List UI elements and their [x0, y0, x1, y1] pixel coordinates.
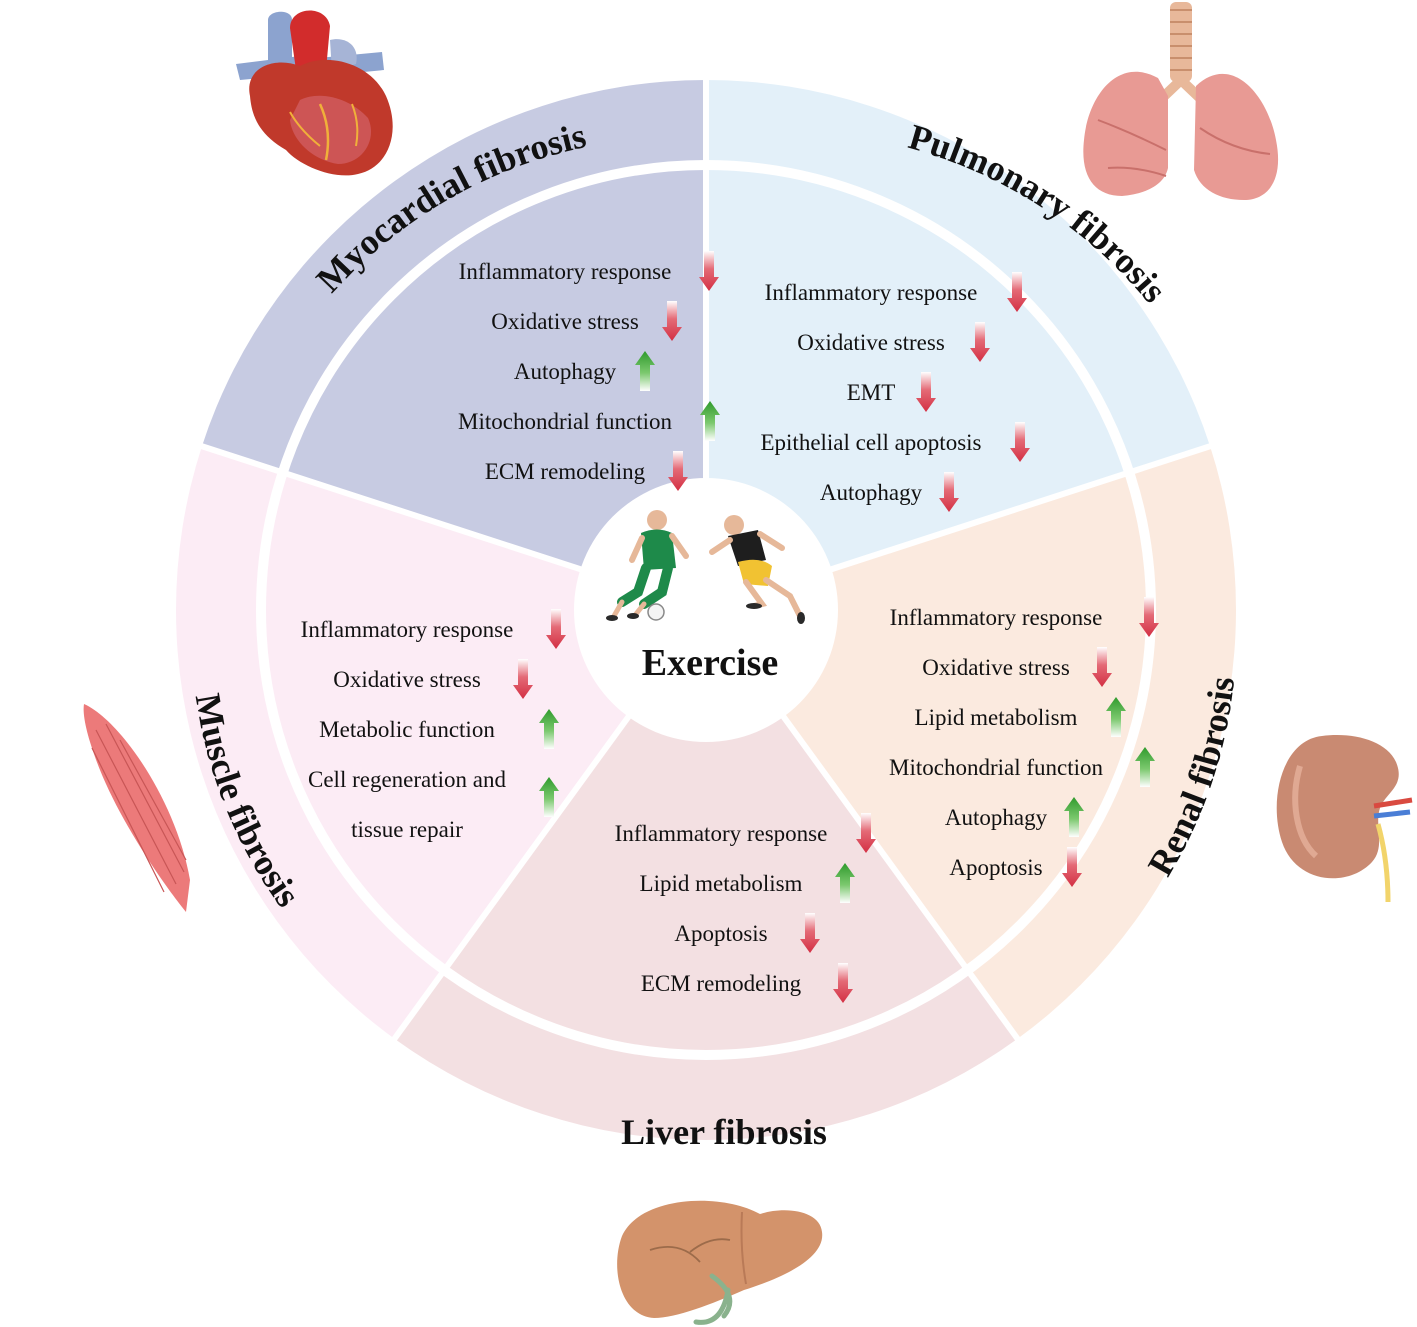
arrow-down-icon [939, 472, 959, 512]
arrow-up-icon [539, 709, 559, 749]
arrow-down-icon [1062, 847, 1082, 887]
center-title: Exercise [642, 642, 778, 684]
liver-icon [617, 1200, 823, 1325]
arrow-down-icon [800, 913, 820, 953]
item-label-myocardial: ECM remodeling [485, 459, 646, 484]
arrow-down-icon [916, 372, 936, 412]
arrow-down-icon [1139, 597, 1159, 637]
arrow-down-icon [970, 322, 990, 362]
sector-title-liver: Liver fibrosis [621, 1112, 827, 1152]
item-label-muscle: Metabolic function [319, 717, 495, 742]
arrow-down-icon [1010, 422, 1030, 462]
item-label-renal: Autophagy [945, 805, 1048, 830]
arrow-down-icon [668, 451, 688, 491]
arrow-down-icon [856, 813, 876, 853]
item-label-liver: Inflammatory response [615, 821, 828, 846]
item-label-renal: Mitochondrial function [889, 755, 1103, 780]
sector-wedge-muscle [175, 446, 706, 1039]
exercise-players-icon [606, 510, 805, 624]
kidney-icon [1276, 735, 1413, 903]
item-label-muscle: tissue repair [351, 817, 463, 842]
arrow-up-icon [1106, 697, 1126, 737]
item-label-muscle: Oxidative stress [333, 667, 481, 692]
item-label-liver: Lipid metabolism [640, 871, 803, 896]
arrow-down-icon [833, 963, 853, 1003]
item-label-renal: Oxidative stress [922, 655, 1070, 680]
item-label-liver: Apoptosis [674, 921, 767, 946]
arrow-up-icon [635, 351, 655, 391]
item-label-myocardial: Oxidative stress [491, 309, 639, 334]
sector-wedge-pulmonary [706, 80, 1211, 610]
item-label-renal: Lipid metabolism [915, 705, 1078, 730]
heart-icon [236, 10, 393, 176]
sector-wedge-myocardial [201, 80, 706, 610]
item-label-muscle: Cell regeneration and [308, 767, 506, 792]
arrow-up-icon [1064, 797, 1084, 837]
item-label-pulmonary: Inflammatory response [765, 280, 978, 305]
sector-wedge-renal [706, 446, 1236, 1039]
arrow-down-icon [1092, 647, 1112, 687]
arrow-up-icon [835, 863, 855, 903]
arrow-down-icon [662, 301, 682, 341]
item-label-pulmonary: Autophagy [820, 480, 923, 505]
item-label-muscle: Inflammatory response [301, 617, 514, 642]
arrow-down-icon [699, 251, 719, 291]
muscle-icon [83, 704, 190, 912]
arrow-down-icon [1007, 272, 1027, 312]
arrow-up-icon [1135, 747, 1155, 787]
item-label-myocardial: Mitochondrial function [458, 409, 672, 434]
lungs-icon [1083, 2, 1279, 200]
arrow-up-icon [539, 777, 559, 817]
arrow-up-icon [700, 401, 720, 441]
arrow-down-icon [546, 609, 566, 649]
item-label-pulmonary: Oxidative stress [797, 330, 945, 355]
sector-wedge-liver [394, 610, 1018, 1141]
item-label-myocardial: Inflammatory response [459, 259, 672, 284]
item-label-myocardial: Autophagy [514, 359, 617, 384]
arrow-down-icon [513, 659, 533, 699]
item-label-pulmonary: EMT [847, 380, 896, 405]
item-label-renal: Inflammatory response [890, 605, 1103, 630]
item-label-pulmonary: Epithelial cell apoptosis [760, 430, 981, 455]
item-label-renal: Apoptosis [949, 855, 1042, 880]
item-label-liver: ECM remodeling [641, 971, 802, 996]
